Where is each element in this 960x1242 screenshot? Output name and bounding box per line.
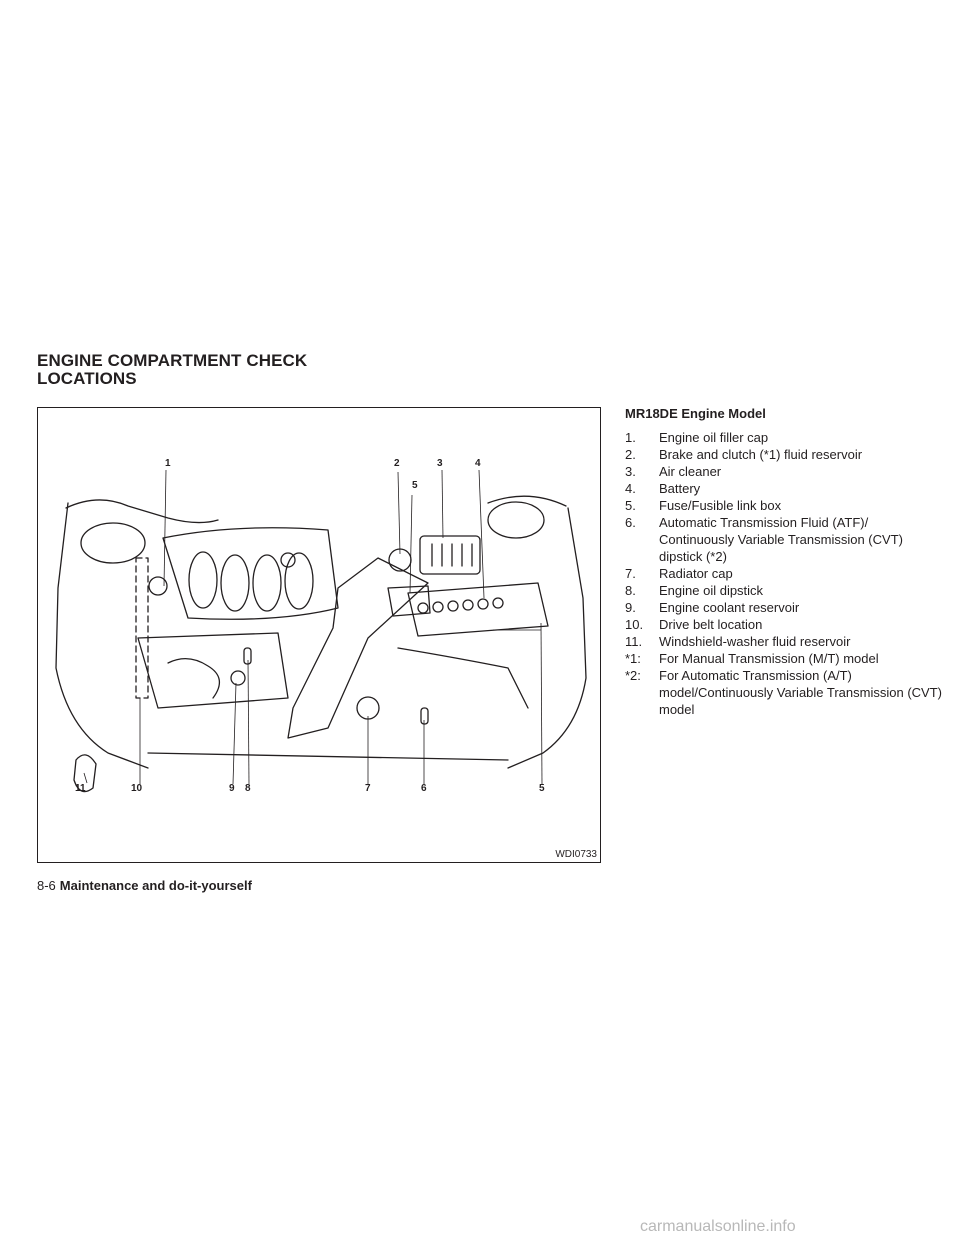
legend-text: Battery	[659, 481, 701, 496]
fender-left	[55, 502, 149, 769]
fender-right	[507, 507, 587, 769]
legend-number: *1:	[625, 651, 641, 666]
intake-runner-3	[252, 554, 282, 612]
oil-dipstick	[243, 647, 252, 665]
list-item: *2: For Automatic Transmission (A/T) mode…	[625, 667, 945, 718]
list-item: 7. Radiator cap	[625, 565, 945, 582]
chapter-title: Maintenance and do-it-yourself	[59, 878, 252, 893]
cover-bolt	[280, 552, 296, 568]
legend-number: 4.	[625, 481, 636, 496]
oil-filler-cap	[148, 576, 168, 596]
legend-number: 10.	[625, 617, 644, 632]
callout-5-bottom: 5	[539, 783, 545, 794]
legend-number: 8.	[625, 583, 636, 598]
section-title: ENGINE COMPARTMENT CHECK LOCATIONS	[37, 352, 307, 388]
engine-block	[137, 632, 289, 709]
legend-text: Drive belt location	[659, 617, 763, 632]
callout-10: 10	[131, 783, 143, 794]
legend-text: Radiator cap	[659, 566, 733, 581]
atf-dipstick	[420, 707, 429, 725]
strut-tower-right	[487, 501, 545, 539]
list-item: 11. Windshield-washer fluid reservoir	[625, 633, 945, 650]
figure-code: WDI0733	[555, 849, 597, 860]
radiator-support	[147, 752, 509, 761]
legend-number: 5.	[625, 498, 636, 513]
air-intake-duct	[287, 557, 429, 739]
engine-illustration: 1 2 5 3 4 11 10 9 8 7 6 5	[55, 458, 587, 794]
legend-text: Engine oil filler cap	[659, 430, 769, 445]
callout-2: 2	[394, 458, 400, 469]
drive-belt-area	[135, 557, 149, 699]
list-item: 9. Engine coolant reservoir	[625, 599, 945, 616]
legend-text: For Automatic Transmission (A/T) model/C…	[659, 668, 942, 717]
legend-text: Automatic Transmission Fluid (ATF)/ Cont…	[659, 515, 903, 564]
callout-11: 11	[75, 783, 86, 794]
air-cleaner	[419, 535, 481, 575]
legend-text: For Manual Transmission (M/T) model	[659, 651, 879, 666]
legend-number: 1.	[625, 430, 636, 445]
radiator-cap	[356, 696, 380, 720]
list-item: 10. Drive belt location	[625, 616, 945, 633]
legend-number: 9.	[625, 600, 636, 615]
callout-3: 3	[437, 458, 443, 469]
callout-8: 8	[245, 783, 251, 794]
list-item: 3. Air cleaner	[625, 463, 945, 480]
section-title-line-1: ENGINE COMPARTMENT CHECK	[37, 351, 308, 370]
list-item: 2. Brake and clutch (*1) fluid reservoir	[625, 446, 945, 463]
strut-tower-left	[80, 522, 146, 564]
intake-runner-4	[284, 552, 314, 610]
list-item: 5. Fuse/Fusible link box	[625, 497, 945, 514]
callout-1: 1	[165, 458, 171, 469]
hose-right	[397, 647, 529, 709]
list-item: 1. Engine oil filler cap	[625, 429, 945, 446]
hood-edge-right	[487, 495, 567, 507]
washer-reservoir	[73, 754, 97, 793]
legend-number: 2.	[625, 447, 636, 462]
battery	[407, 582, 549, 637]
fuse-box	[387, 585, 431, 617]
legend-text: Engine coolant reservoir	[659, 600, 800, 615]
watermark: carmanualsonline.info	[640, 1218, 796, 1235]
callout-5-top: 5	[412, 480, 418, 491]
callout-9: 9	[229, 783, 235, 794]
intake-runner-1	[188, 551, 218, 609]
list-item: 4. Battery	[625, 480, 945, 497]
legend-heading: MR18DE Engine Model	[625, 406, 766, 421]
legend-number: 3.	[625, 464, 636, 479]
legend-list: 1. Engine oil filler cap 2. Brake and clut…	[625, 429, 945, 718]
callout-6: 6	[421, 783, 427, 794]
engine-cover	[162, 527, 339, 620]
alternator-belt	[167, 658, 220, 699]
legend-number: 7.	[625, 566, 636, 581]
legend-text: Engine oil dipstick	[659, 583, 764, 598]
section-title-line-2: LOCATIONS	[37, 369, 137, 388]
legend-text: Fuse/Fusible link box	[659, 498, 782, 513]
legend-text: Air cleaner	[659, 464, 722, 479]
list-item: *1: For Manual Transmission (M/T) model	[625, 650, 945, 667]
engine-compartment-figure: 1 2 5 3 4 11 10 9 8 7 6 5 WDI0733	[37, 407, 601, 863]
legend-text: Brake and clutch (*1) fluid reservoir	[659, 447, 863, 462]
legend-number: *2:	[625, 668, 641, 683]
legend-number: 11.	[625, 634, 643, 649]
legend: MR18DE Engine Model 1. Engine oil filler …	[625, 405, 945, 718]
list-item: 6. Automatic Transmission Fluid (ATF)/ Co…	[625, 514, 945, 565]
page-number: 8-6	[37, 878, 56, 893]
coolant-reservoir	[230, 670, 246, 686]
callout-4: 4	[475, 458, 481, 469]
intake-runner-2	[220, 554, 250, 612]
legend-number: 6.	[625, 515, 636, 530]
legend-text: Windshield-washer fluid reservoir	[659, 634, 851, 649]
callout-7: 7	[365, 783, 371, 794]
hood-edge-left	[65, 499, 219, 524]
list-item: 8. Engine oil dipstick	[625, 582, 945, 599]
